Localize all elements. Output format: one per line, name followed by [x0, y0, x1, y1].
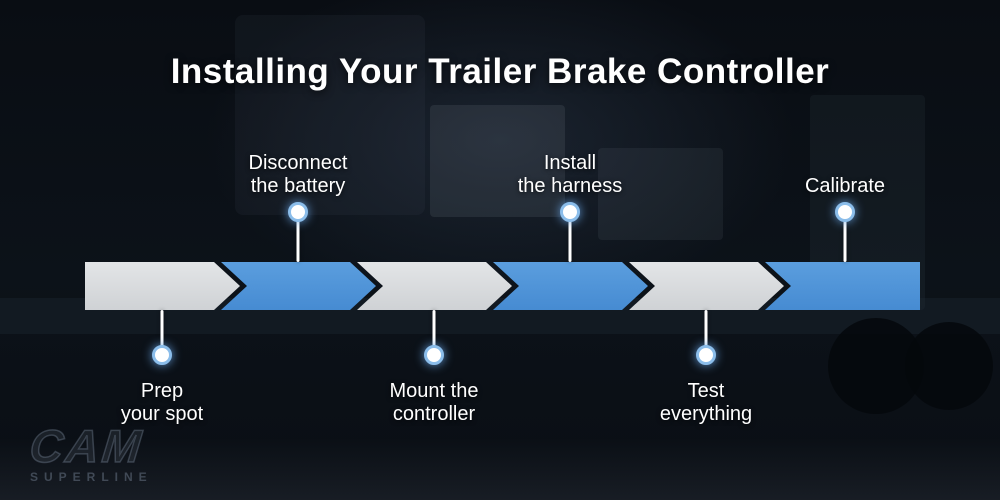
watermark-logo: CAM SUPERLINE — [27, 419, 153, 484]
step-label: Mount the controller — [389, 380, 479, 425]
step-marker-dot — [152, 345, 172, 365]
background-shape — [430, 105, 565, 217]
step-label: Test everything — [659, 380, 753, 425]
process-timeline — [85, 262, 920, 310]
chevron-segment-2 — [221, 262, 376, 310]
connector-line — [843, 214, 847, 262]
page-title: Installing Your Trailer Brake Controller — [170, 52, 830, 91]
background-shape — [0, 438, 1000, 500]
watermark-brand: CAM — [27, 419, 148, 473]
step-marker-dot — [835, 202, 855, 222]
step-label: Install the harness — [517, 152, 623, 197]
chevron-segment-4 — [493, 262, 648, 310]
watermark-subtitle: SUPERLINE — [30, 470, 153, 484]
background-wheel — [905, 322, 993, 410]
chevron-segment-3 — [357, 262, 512, 310]
chevron-segment-6 — [765, 262, 920, 310]
chevron-segment-1 — [85, 262, 240, 310]
background-shape — [598, 148, 723, 240]
connector-line — [160, 310, 164, 355]
background-shape — [235, 15, 425, 215]
step-marker-dot — [288, 202, 308, 222]
connector-line — [432, 310, 436, 355]
step-label: Calibrate — [804, 175, 886, 197]
step-label: Prep your spot — [120, 380, 204, 425]
step-marker-dot — [560, 202, 580, 222]
step-label: Disconnect the battery — [248, 152, 348, 197]
connector-line — [296, 214, 300, 262]
step-marker-dot — [424, 345, 444, 365]
connector-line — [704, 310, 708, 355]
connector-line — [568, 214, 572, 262]
step-marker-dot — [696, 345, 716, 365]
chevron-segment-5 — [629, 262, 784, 310]
